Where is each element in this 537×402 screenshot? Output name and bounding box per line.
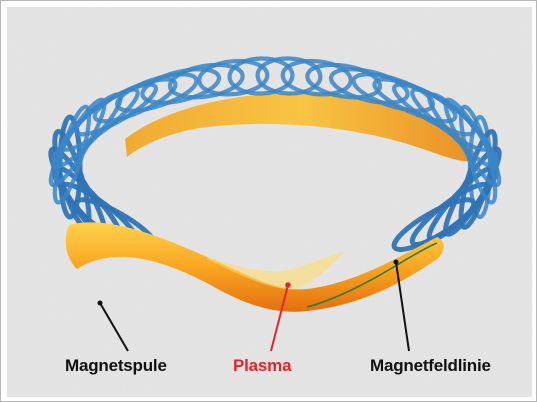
label-magnetic-field-line: Magnetfeldlinie (370, 357, 491, 374)
stellarator-illustration (7, 7, 532, 397)
plasma-leader-dot (285, 282, 291, 288)
label-magnet-coil: Magnetspule (65, 357, 167, 374)
coil-leader-dot (98, 301, 103, 306)
diagram-canvas: Magnetspule Plasma Magnetfeldlinie (7, 7, 532, 397)
label-plasma: Plasma (233, 357, 291, 374)
field-line-leader-dot (394, 260, 399, 265)
